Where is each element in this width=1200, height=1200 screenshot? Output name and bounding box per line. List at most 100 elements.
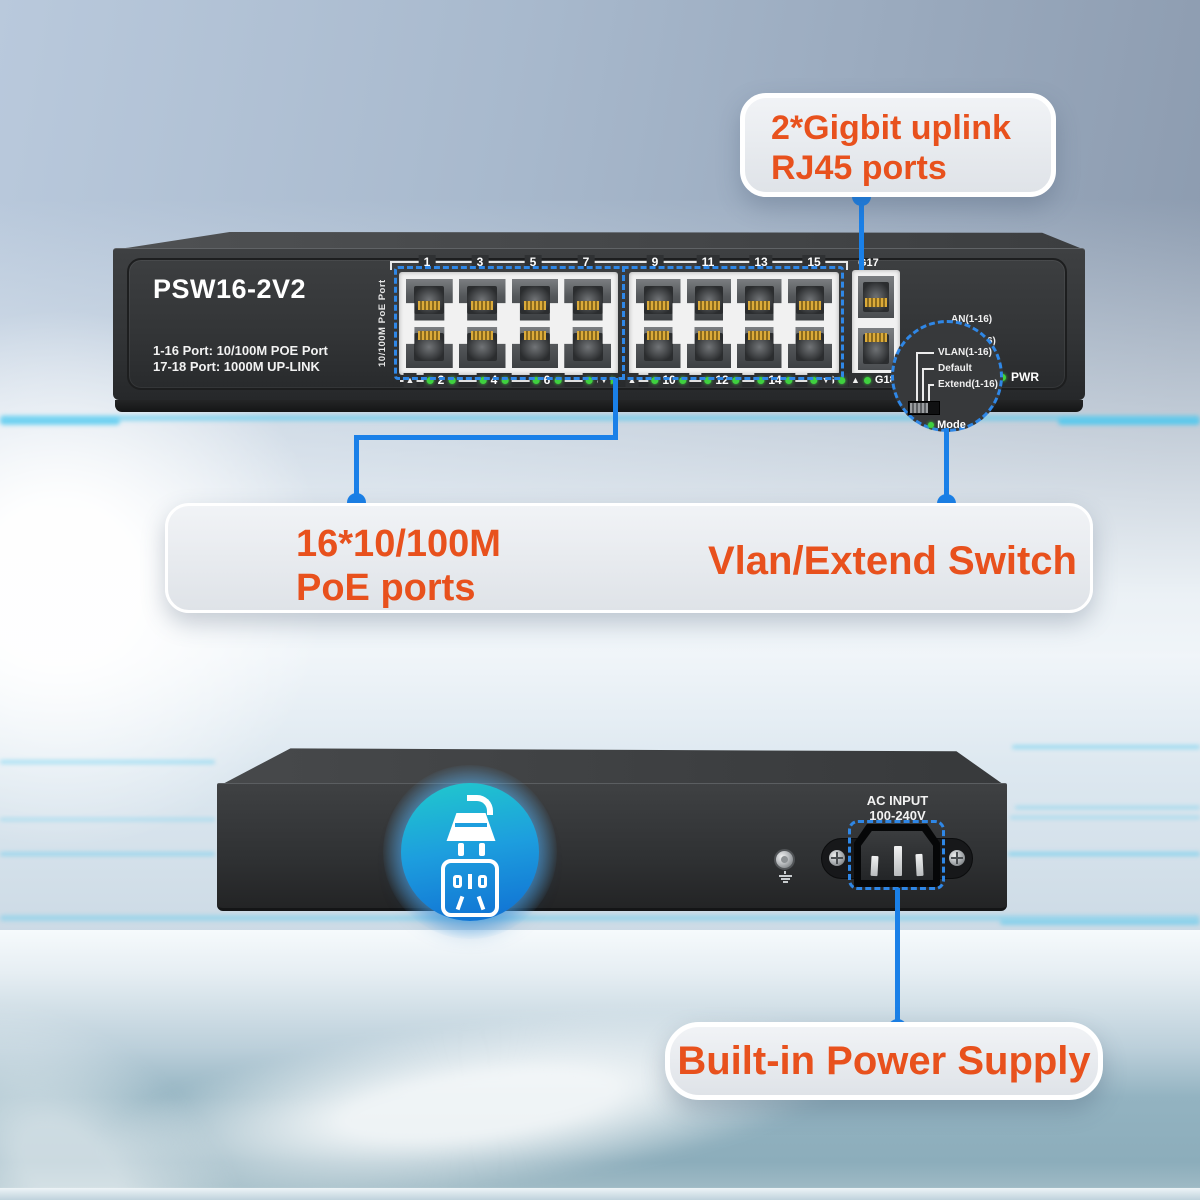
plug-prong-icon	[458, 843, 464, 856]
callout-uplink-line2: RJ45 ports	[771, 149, 947, 187]
mode-bracket-line	[928, 384, 934, 401]
port-led	[651, 376, 659, 384]
port-number-led-group: 4	[476, 373, 512, 387]
port-number: 10	[662, 373, 676, 387]
mode-slide-knob[interactable]	[910, 403, 928, 413]
port-led	[479, 376, 487, 384]
ac-pin	[894, 846, 902, 876]
triangle-down-marker: ▼	[597, 373, 611, 387]
triangle-up-marker: ▲	[625, 373, 639, 387]
poe-ports-highlight-divider	[622, 266, 625, 380]
socket-hole	[455, 895, 465, 911]
ac-inlet-highlight-outline	[848, 820, 945, 890]
port-led	[532, 376, 540, 384]
port-number: 14	[768, 373, 782, 387]
rear-switch: AC INPUT 100-240V	[217, 745, 1007, 915]
port-led	[501, 376, 509, 384]
spec-line-1: 1-16 Port: 10/100M POE Port	[153, 343, 328, 358]
mode-option-extend: Extend(1-16)	[938, 379, 999, 390]
ac-input-line-1: AC INPUT	[866, 793, 929, 808]
port-led	[704, 376, 712, 384]
callout-poe-line1: 16*10/100M	[296, 523, 501, 565]
port-number: 5	[524, 255, 542, 269]
power-led-row: PWR	[999, 370, 1039, 384]
port-led	[585, 376, 593, 384]
screw-icon	[949, 850, 965, 866]
port-led	[785, 376, 793, 384]
socket-icon	[441, 859, 499, 917]
port-number-led-group: 2	[423, 373, 459, 387]
plug-icon	[446, 813, 496, 841]
port-led	[679, 376, 687, 384]
port-number-led-group: 10	[648, 373, 690, 387]
plug-prong-icon	[479, 843, 485, 856]
port-number: 13	[749, 255, 773, 269]
port-number: 3	[471, 255, 489, 269]
connector-line-poe	[613, 378, 618, 440]
poe-ports-highlight-outline	[394, 266, 844, 380]
port-number: 4	[490, 373, 498, 387]
callout-power-label: Built-in Power Supply	[677, 1038, 1091, 1083]
callout-uplink-line1: 2*Gigbit uplink	[771, 109, 1011, 147]
port-number: 1	[418, 255, 436, 269]
callout-poe-line2: PoE ports	[296, 567, 476, 609]
mode-label: Mode	[937, 419, 966, 431]
port-number: 11	[696, 255, 720, 269]
uplink-port-plate	[852, 270, 900, 376]
callout-band: 16*10/100M PoE ports Vlan/Extend Switch	[165, 503, 1093, 613]
connector-line-power	[895, 888, 900, 1028]
panel-text-fragment: AN(1-16)	[951, 314, 993, 325]
rear-switch-top-face	[217, 748, 1007, 787]
port-number: 9	[646, 255, 664, 269]
connector-line-vlan	[944, 428, 949, 503]
port-led	[426, 376, 434, 384]
port-led	[757, 376, 765, 384]
rj45-uplink-port	[858, 328, 894, 370]
power-badge	[401, 783, 539, 921]
port-led	[838, 376, 846, 384]
mode-option-vlan: VLAN(1-16)	[938, 347, 992, 358]
port-led	[554, 376, 562, 384]
ground-icon	[778, 871, 792, 884]
uplink-g18-label: G18	[874, 374, 896, 386]
screw-icon	[829, 850, 845, 866]
poe-port-plate-1	[399, 272, 618, 375]
plug-cord-icon	[467, 795, 493, 815]
ac-input-line-2: 100-240V	[869, 808, 926, 823]
front-switch-top-face	[113, 232, 1085, 250]
socket-hole	[453, 875, 462, 888]
ac-power-inlet	[854, 824, 940, 887]
port-number: 7	[577, 255, 595, 269]
socket-hole	[478, 875, 487, 888]
callout-vlan-label: Vlan/Extend Switch	[708, 539, 1077, 583]
mode-bracket-line	[922, 368, 934, 401]
port-number-led-group: 6	[529, 373, 565, 387]
mode-switch-magnifier: VLAN(1-16) Default Extend(1-16) Mode	[891, 320, 1003, 432]
port-number-led-group: 12	[701, 373, 743, 387]
callout-uplink: 2*Gigbit uplink RJ45 ports	[740, 93, 1056, 197]
port-number: 2	[437, 373, 445, 387]
port-group-vertical-label: 10/100M PoE Port	[377, 279, 388, 367]
model-label: PSW16-2V2	[153, 274, 307, 304]
port-led	[732, 376, 740, 384]
mode-slide-switch[interactable]	[908, 401, 940, 415]
port-number-led-group: 14	[754, 373, 796, 387]
socket-hole	[476, 895, 486, 911]
power-led-label: PWR	[1011, 370, 1039, 384]
mode-bracket-line	[916, 352, 934, 401]
front-switch-bottom-bevel	[115, 400, 1083, 412]
port-number: 6	[543, 373, 551, 387]
spec-line-2: 17-18 Port: 1000M UP-LINK	[153, 359, 320, 374]
connector-line-uplink	[859, 196, 864, 270]
mode-option-default: Default	[938, 363, 972, 374]
front-switch: PSW16-2V2 1-16 Port: 10/100M POE Port 17…	[113, 230, 1085, 432]
port-led	[863, 376, 871, 384]
connector-line-poe	[354, 435, 359, 502]
port-number: 12	[715, 373, 729, 387]
callout-power: Built-in Power Supply	[665, 1022, 1103, 1100]
floor-strip	[0, 1188, 1200, 1200]
triangle-down-marker: ▼	[819, 373, 833, 387]
port-led	[448, 376, 456, 384]
ground-screw	[774, 849, 795, 870]
